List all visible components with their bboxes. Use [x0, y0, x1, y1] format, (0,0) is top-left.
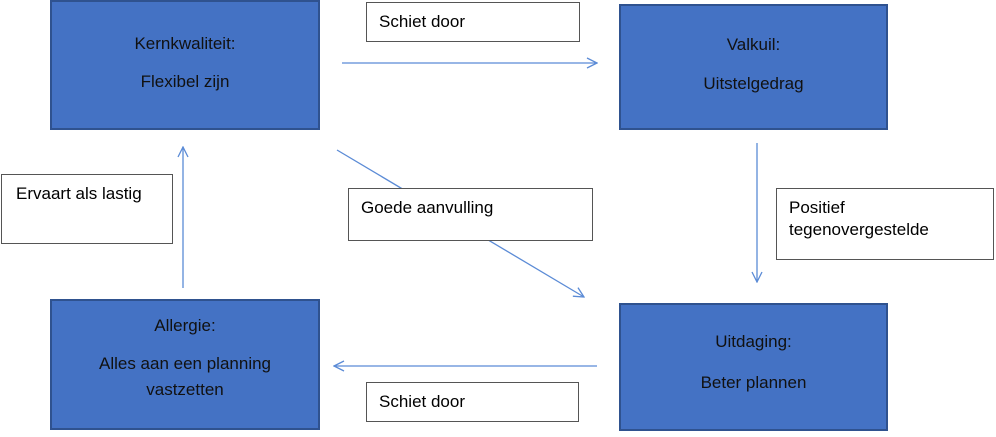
allergy-title: Allergie: — [154, 316, 216, 335]
label-left-finds-difficult: Ervaart als lastig — [1, 174, 173, 244]
core-quality-value: Flexibel zijn — [140, 72, 230, 91]
allergy-box: Allergie: Alles aan een planning vastzet… — [50, 299, 320, 430]
label-right-positive-opposite: Positief tegenovergestelde — [776, 188, 994, 260]
pitfall-value: Uitstelgedrag — [703, 74, 804, 93]
label-bottom-overdo: Schiet door — [366, 382, 579, 422]
challenge-title: Uitdaging: — [715, 332, 792, 351]
challenge-box: Uitdaging: Beter plannen — [619, 303, 888, 431]
pitfall-box: Valkuil: Uitstelgedrag — [619, 4, 888, 130]
allergy-value: Alles aan een planning vastzetten — [98, 354, 272, 399]
label-diagonal-good-complement: Goede aanvulling — [348, 188, 593, 241]
pitfall-title: Valkuil: — [726, 35, 781, 54]
challenge-value: Beter plannen — [700, 373, 807, 392]
core-quality-box: Kernkwaliteit: Flexibel zijn — [50, 0, 320, 130]
label-top-overdo: Schiet door — [366, 2, 580, 42]
core-quality-title: Kernkwaliteit: — [134, 34, 236, 53]
